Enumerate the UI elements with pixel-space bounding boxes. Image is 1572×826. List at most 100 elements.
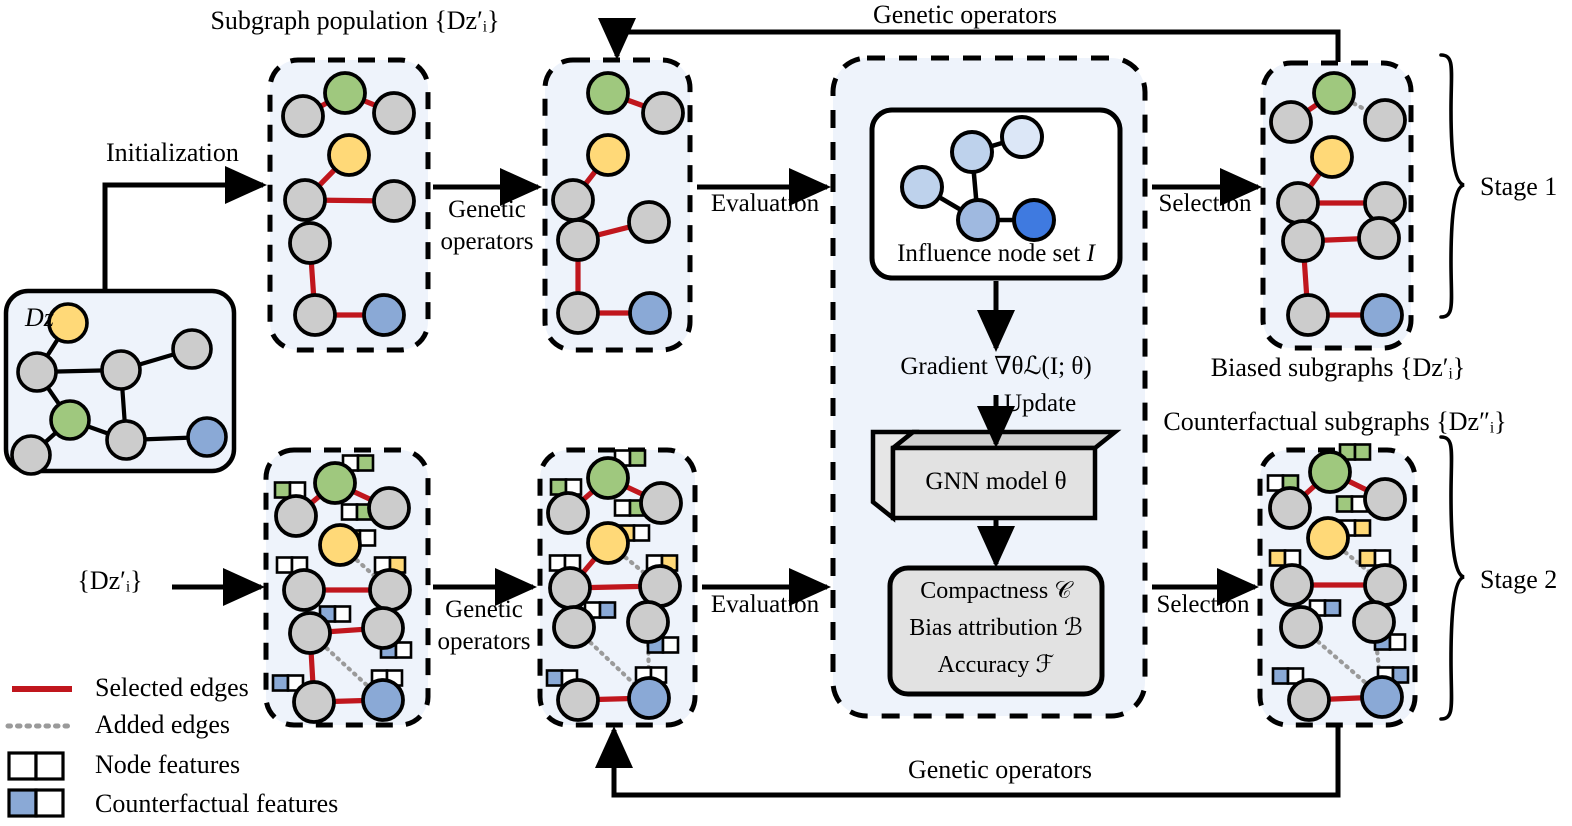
panel-top-2-graph: [551, 71, 685, 335]
influence-node-set-symbol: I: [1086, 240, 1095, 267]
biased-subgraphs-symbol: {ǲ′ᵢ}: [1399, 353, 1466, 382]
node-feature-cell-left: [275, 556, 294, 574]
influence-node-set-box: [869, 107, 1123, 281]
graph-node: [47, 302, 89, 344]
legend-label-added-edges: Added edges: [95, 710, 231, 739]
graph-node: [362, 293, 406, 337]
update-label: Update: [1004, 390, 1077, 417]
legend-label-selected-edges: Selected edges: [95, 673, 249, 702]
graph-node: [641, 91, 685, 135]
graph-node: [281, 94, 325, 138]
legend-label-node-features: Node features: [95, 750, 241, 779]
graph-node: [586, 71, 630, 115]
subgraph-population-label: Subgraph population {ǲ′ᵢ}: [210, 6, 500, 35]
graph-node: [282, 568, 326, 612]
graph-node: [49, 399, 91, 441]
arrow-bottom-feedback-loop: [595, 725, 1341, 798]
genetic-operators-label-bottom-1: Genetic: [445, 596, 523, 623]
graph-node: [628, 291, 672, 335]
legend-label-counterfactual-features: Counterfactual features: [95, 789, 339, 818]
original-graph-symbol: ǲ: [25, 303, 54, 332]
graph-node: [1310, 135, 1354, 179]
node-feature-cell-right: [1323, 599, 1342, 617]
graph-node: [327, 133, 371, 177]
graph-node: [367, 486, 411, 530]
objective-accuracy-label: Accuracy ℱ: [937, 652, 1055, 678]
graph-node: [288, 611, 332, 655]
subgraph-population-symbol: {ǲ′ᵢ}: [434, 6, 500, 35]
panel-bot-2-graph: [545, 449, 683, 722]
graph-node: [900, 165, 944, 209]
graph-node: [1306, 516, 1350, 560]
graph-node: [1357, 216, 1401, 260]
node-feature-cell-left: [340, 503, 359, 521]
node-feature-cell-left: [545, 669, 564, 687]
arrow-initialization: [102, 166, 268, 291]
graph-node: [372, 179, 416, 223]
graph-node: [10, 434, 52, 476]
evaluation-label-top: Evaluation: [710, 190, 820, 217]
graph-node: [1363, 477, 1407, 521]
graph-node: [1312, 71, 1356, 115]
panel-top-3-graph: [1269, 71, 1407, 337]
brace-stage-1: [1439, 53, 1465, 319]
graph-node: [556, 218, 600, 262]
graph-node: [1360, 293, 1404, 337]
evaluation-label-bottom: Evaluation: [710, 591, 820, 618]
counterfactual-subgraphs-symbol: {ǲ″ᵢ}: [1436, 407, 1507, 436]
initialization-label: Initialization: [106, 138, 239, 167]
node-feature-cell-left: [1271, 667, 1290, 685]
graph-node: [1360, 675, 1404, 719]
graph-node: [627, 676, 671, 720]
graph-node: [323, 71, 367, 115]
graph-node: [292, 680, 336, 724]
graph-node: [1308, 450, 1352, 494]
graph-node: [1287, 678, 1331, 722]
arrow-top-feedback-loop: [597, 18, 1341, 62]
genetic-operators-label-bottom-loop: Genetic operators: [907, 755, 1093, 784]
graph-node: [627, 200, 671, 244]
graph-node: [552, 605, 596, 649]
graph-node: [274, 494, 318, 538]
node-feature-cell-right: [333, 605, 352, 623]
graph-node: [626, 600, 670, 644]
graph-node: [1012, 198, 1056, 242]
graph-node: [1268, 486, 1312, 530]
node-feature-cell-left: [1268, 549, 1287, 567]
node-feature-cell-right: [1391, 666, 1410, 684]
node-feature-cell-left: [273, 481, 292, 499]
graph-node: [556, 291, 600, 335]
legend-counterfactual-features-swatch: [7, 788, 65, 818]
node-feature-cell-right: [632, 524, 651, 542]
objective-bias-attribution-label: Bias attribution ℬ: [909, 615, 1083, 641]
graph-node: [171, 328, 213, 370]
graph-node: [586, 521, 630, 565]
graph-node: [361, 678, 405, 722]
graph-node: [1000, 115, 1044, 159]
graph-node: [556, 678, 600, 722]
graph-node: [1363, 98, 1407, 142]
graph-node: [1279, 605, 1323, 649]
genetic-operators-label-top-2: operators: [440, 228, 534, 255]
node-feature-cell-right: [1353, 519, 1372, 537]
node-feature-cell-right: [358, 529, 377, 547]
graph-node: [586, 133, 630, 177]
graph-node: [318, 523, 362, 567]
input-subgraph-set-label: {ǲ′ᵢ}: [77, 566, 143, 595]
genetic-operators-label-bottom-2: operators: [437, 628, 531, 655]
objective-compactness-label: Compactness 𝒞: [920, 578, 1072, 604]
graph-node: [546, 491, 590, 535]
graph-node: [368, 568, 412, 612]
graph-node: [639, 481, 683, 525]
graph-node: [1281, 219, 1325, 263]
node-feature-cell-right: [598, 601, 617, 619]
node-feature-cell-left: [271, 674, 290, 692]
gradient-label: Gradient ∇θℒ(I; θ): [900, 353, 1092, 380]
graph-node: [950, 130, 994, 174]
node-feature-cell-left: [613, 499, 632, 517]
graph-node: [638, 564, 682, 608]
graph-node: [1363, 563, 1407, 607]
graph-node: [288, 221, 332, 265]
influence-graph: [900, 115, 1056, 242]
